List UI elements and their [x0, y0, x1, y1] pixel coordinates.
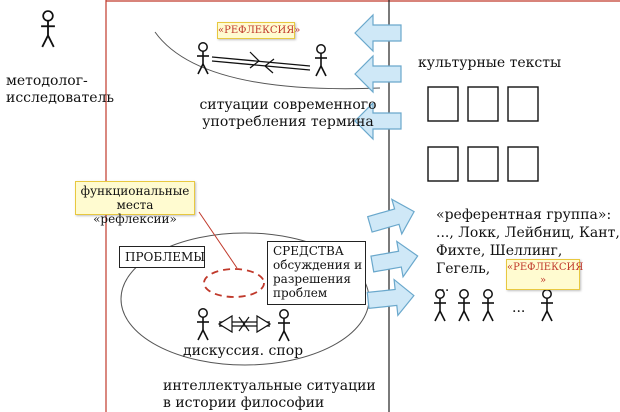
reference-group-label: «референтная группа»: ..., Локк, Лейбниц…: [436, 206, 620, 296]
means-line: обсуждения и: [273, 258, 363, 272]
document-square-icon: [427, 146, 459, 182]
reflection-badge-top: «РЕФЛЕКСИЯ»: [217, 22, 300, 39]
block-arrow-icon: [368, 237, 422, 283]
modern-situations-label: ситуации современного употребления терми…: [188, 97, 388, 131]
reflection-badge-right: «РЕФЛЕКСИЯ »: [506, 259, 584, 290]
document-square-icon: [507, 86, 539, 122]
modern-situations-arc: [154, 31, 381, 90]
cultural-texts-label: культурные тексты: [418, 55, 562, 71]
block-arrow-icon: [364, 193, 420, 243]
block-arrow-icon: [354, 14, 402, 52]
reference-group-line: «референтная группа»:: [436, 207, 612, 223]
researcher-label-line: исследователь: [6, 90, 115, 106]
means-line: разрешения: [273, 272, 351, 286]
person-icon: [314, 43, 328, 77]
reflection-place-ellipse: [203, 268, 265, 298]
document-square-icon: [427, 86, 459, 122]
functional-places-box: функциональные места «рефлексии»: [75, 181, 195, 226]
functional-places-line: места «рефлексии»: [93, 198, 177, 226]
intellectual-situations-label: интеллектуальные ситуации в истории фило…: [163, 378, 376, 412]
reference-group-line: ..., Локк, Лейбниц, Кант,: [436, 225, 620, 241]
problems-box: ПРОБЛЕМЫ: [119, 246, 205, 268]
reflection-badge-text: «РЕФЛЕКСИЯ: [507, 262, 584, 273]
reflection-badge-text: «РЕФЛЕКСИЯ»: [218, 25, 301, 36]
functional-places-line: функциональные: [80, 184, 190, 198]
discussion-label: дискуссия. спор: [183, 343, 304, 359]
document-square-icon: [507, 146, 539, 182]
modern-situations-line: ситуации современного: [199, 97, 377, 113]
means-box: СРЕДСТВА обсуждения и разрешения проблем: [267, 241, 366, 305]
means-line: проблем: [273, 286, 328, 300]
connector-line: [198, 211, 238, 269]
reference-group-line: ...: [436, 279, 450, 295]
problems-label: ПРОБЛЕМЫ: [125, 250, 206, 264]
block-arrow-icon: [354, 55, 402, 93]
crowd-ellipsis: ...: [512, 300, 526, 316]
researcher-label-line: методолог-: [6, 73, 88, 89]
crossed-arrows-icon: [217, 314, 272, 334]
person-icon: [277, 308, 291, 342]
reflection-badge-text: »: [539, 275, 547, 286]
intellectual-situations-line: в истории философии: [163, 395, 325, 411]
researcher-label: методолог- исследователь: [6, 73, 114, 107]
document-square-icon: [467, 86, 499, 122]
double-arrow-icon: [211, 51, 311, 74]
means-line: СРЕДСТВА: [273, 244, 344, 258]
reference-group-line: Фихте, Шеллинг, Гегель,: [436, 243, 563, 277]
block-arrow-icon: [365, 277, 417, 319]
person-icon: [196, 307, 210, 341]
intellectual-situations-line: интеллектуальные ситуации: [163, 378, 376, 394]
document-square-icon: [467, 146, 499, 182]
modern-situations-line: употребления термина: [202, 114, 374, 130]
researcher-person-icon: [40, 10, 56, 48]
